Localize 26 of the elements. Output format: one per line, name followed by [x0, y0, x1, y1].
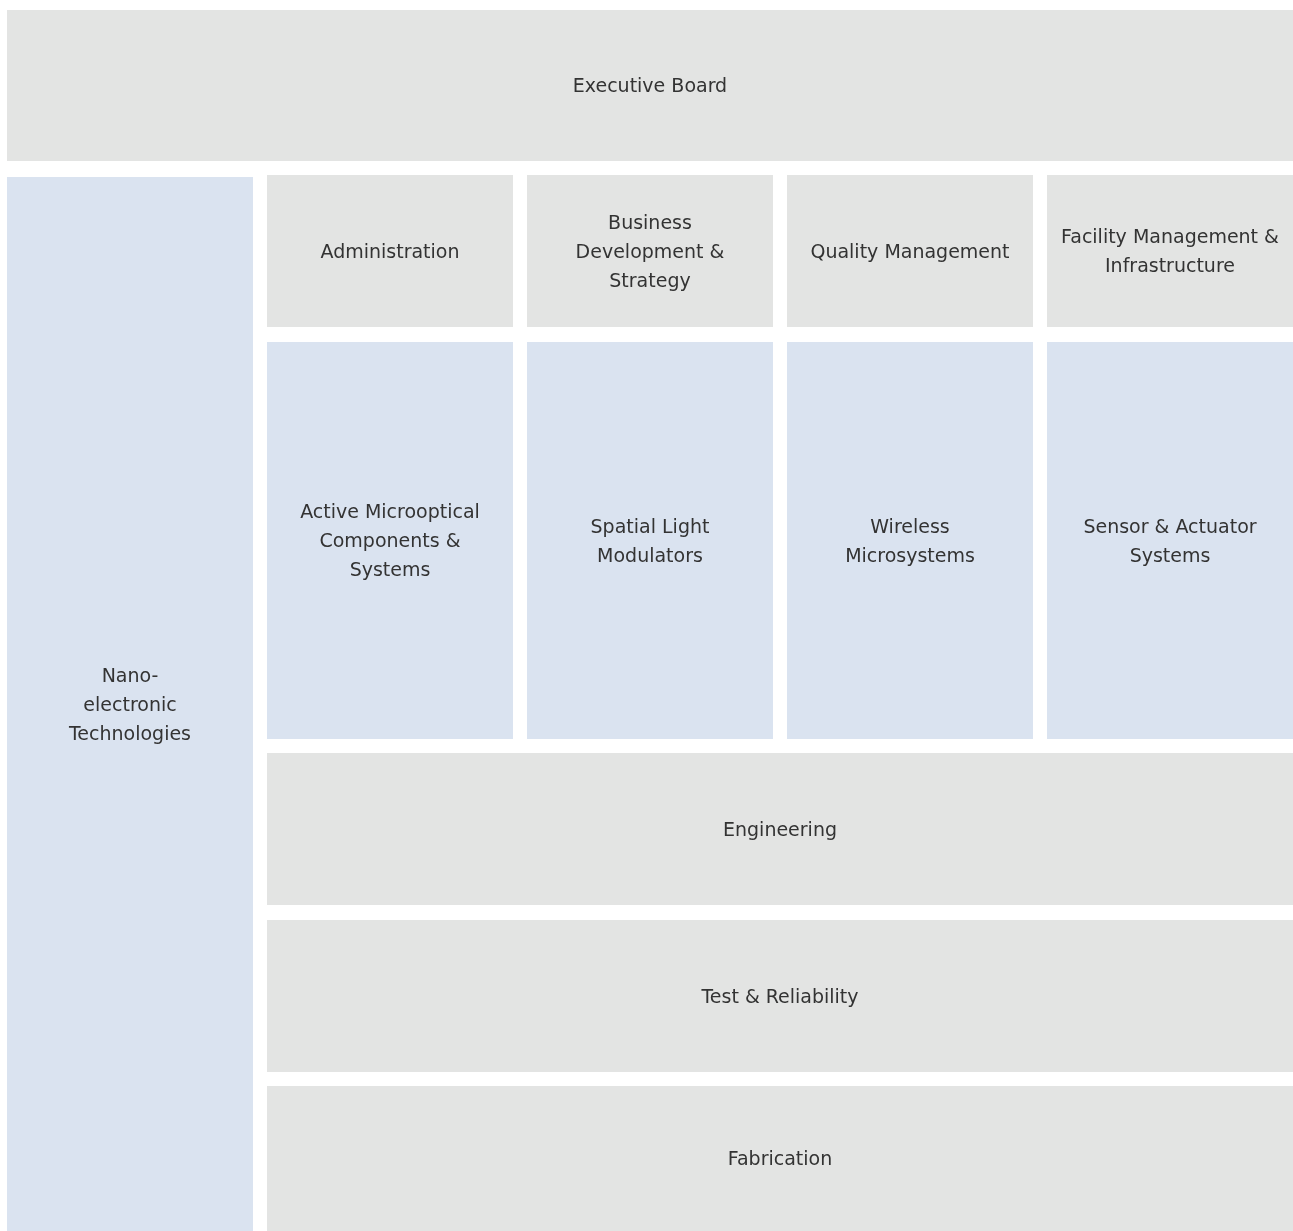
unit-box: [1047, 175, 1293, 327]
unit-box: [527, 175, 773, 327]
unit-box: [267, 1086, 1293, 1231]
unit-label: Facility Management & Infrastructure: [1060, 224, 1280, 278]
unit-box: [267, 175, 513, 327]
side-column-box: [7, 177, 253, 1231]
department-box: [787, 342, 1033, 739]
header-box: [7, 10, 1293, 161]
department-box: [267, 342, 513, 739]
unit-label: Test & Reliability: [701, 983, 859, 1009]
unit-label: Engineering: [723, 816, 837, 842]
unit-label: Spatial Light Modulators: [589, 513, 711, 568]
unit-box: [267, 920, 1293, 1072]
unit-box: [267, 753, 1293, 905]
department-box: [527, 342, 773, 739]
department-box: [1047, 342, 1293, 739]
unit-label: Administration: [320, 238, 460, 264]
unit-label: Nano- electronic Technologies: [67, 662, 193, 746]
unit-box: [787, 175, 1033, 327]
unit-label: Quality Management: [810, 238, 1010, 264]
unit-label: Business Development & Strategy: [574, 209, 726, 293]
unit-label: Sensor & Actuator Systems: [1082, 513, 1258, 568]
unit-label: Active Microoptical Components & Systems: [299, 499, 481, 582]
unit-label: Wireless Microsystems: [844, 513, 976, 568]
unit-label: Fabrication: [727, 1146, 833, 1171]
unit-label: Executive Board: [572, 73, 728, 98]
